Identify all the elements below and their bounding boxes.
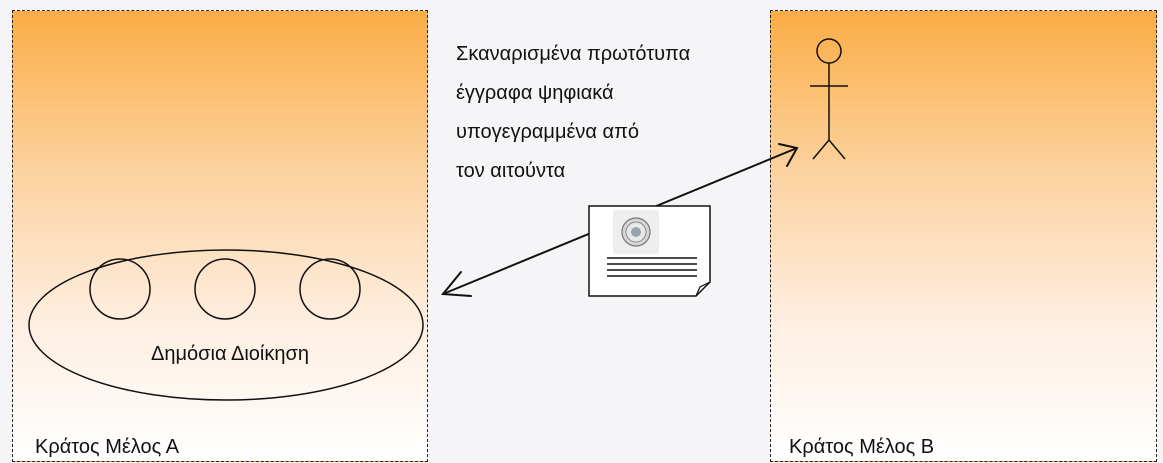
public-administration-label: Δημόσια Διοίκηση bbox=[151, 343, 309, 365]
document-caption: Σκαναρισμένα πρωτότυπα έγγραφα ψηφιακά υ… bbox=[456, 35, 690, 191]
caption-line-3: υπογεγραμμένα από bbox=[456, 121, 639, 143]
signed-document-icon bbox=[588, 205, 711, 297]
caption-line-2: έγγραφα ψηφιακά bbox=[456, 82, 614, 104]
member-state-b-label: Κράτος Μέλος Β bbox=[789, 436, 935, 458]
administration-unit-circle-1 bbox=[89, 258, 151, 320]
administration-unit-circle-3 bbox=[299, 258, 361, 320]
member-state-a-label: Κράτος Μέλος Α bbox=[35, 436, 180, 458]
caption-line-4: τον αιτούντα bbox=[456, 160, 566, 182]
member-state-a-box: Κράτος Μέλος Α bbox=[12, 10, 428, 462]
administration-unit-circle-2 bbox=[194, 258, 256, 320]
public-administration-ellipse bbox=[28, 249, 424, 401]
official-seal-icon bbox=[613, 210, 659, 254]
applicant-actor-icon bbox=[810, 38, 848, 160]
caption-line-1: Σκαναρισμένα πρωτότυπα bbox=[456, 43, 691, 65]
